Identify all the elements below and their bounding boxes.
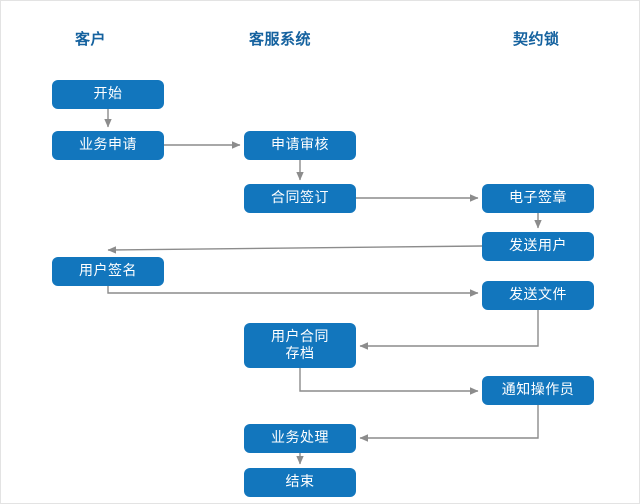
node-business-apply[interactable]: 业务申请 — [52, 131, 164, 160]
edge-archive-notify — [299, 368, 479, 395]
lane-header-lane-qiyuesuo: 契约锁 — [513, 30, 560, 48]
node-user-sign[interactable]: 用户签名 — [52, 257, 164, 286]
node-business-process[interactable]: 业务处理 — [244, 424, 356, 453]
edge-usersign-sendfile — [107, 286, 479, 297]
node-end[interactable]: 结束 — [244, 468, 356, 497]
node-e-seal[interactable]: 电子签章 — [482, 184, 594, 213]
node-send-file[interactable]: 发送文件 — [482, 281, 594, 310]
edges-group — [104, 109, 542, 465]
edge-senduser-usersign — [107, 245, 483, 254]
node-notify-operator[interactable]: 通知操作员 — [482, 376, 594, 405]
node-apply-review[interactable]: 申请审核 — [244, 131, 356, 160]
edge-sendfile-archive — [359, 310, 539, 350]
node-send-to-user[interactable]: 发送用户 — [482, 232, 594, 261]
node-contract-archive[interactable]: 用户合同 存档 — [244, 323, 356, 368]
node-contract-sign[interactable]: 合同签订 — [244, 184, 356, 213]
lane-header-lane-service-system: 客服系统 — [249, 30, 312, 48]
node-start[interactable]: 开始 — [52, 80, 164, 109]
lane-header-lane-customer: 客户 — [75, 30, 107, 48]
edge-notify-process — [359, 405, 539, 442]
